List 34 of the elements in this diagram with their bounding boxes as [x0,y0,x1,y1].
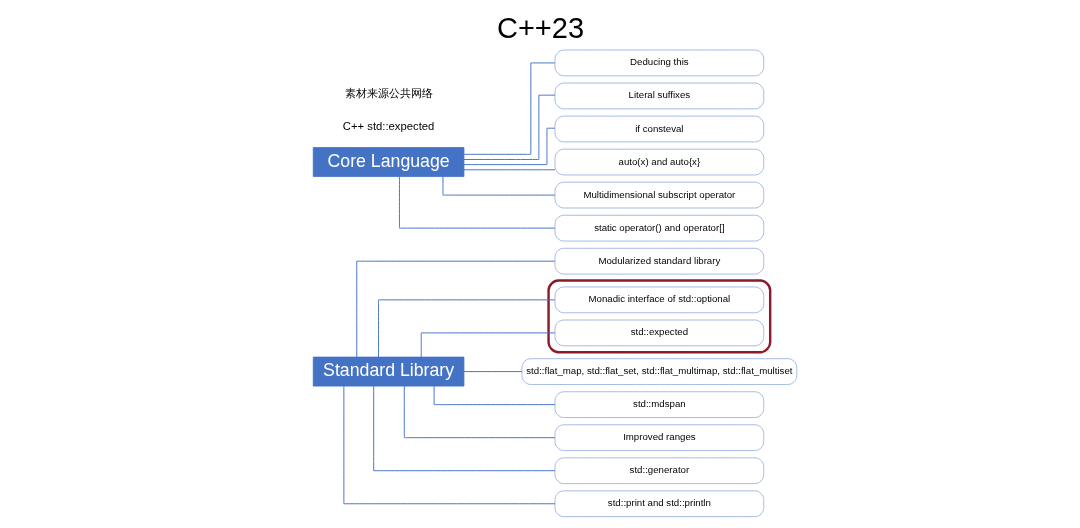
label: C++ std::expected [342,120,434,133]
connector [420,332,555,358]
connector [403,385,555,439]
connector [463,169,555,171]
node-box: Standard Library [312,356,464,387]
node-box: if consteval [554,115,764,143]
cluster [546,279,771,354]
connector [398,176,555,229]
connector [355,260,555,358]
connector [442,176,555,196]
node-box: Monadic interface of std::optional [554,286,764,314]
node-box: Deducing this [554,49,764,77]
label: 素材来源公共网络 [344,87,433,100]
node-box: std::flat_map, std::flat_set, std::flat_multimap, std::flat_multiset [521,358,797,385]
node-box: Multidimensional subscript operator [554,181,764,209]
connector [377,299,555,358]
node-box: std::expected [554,319,764,347]
node-box: Improved ranges [554,424,764,451]
connector [372,385,555,472]
connector [462,94,555,160]
connector [342,385,555,505]
node-box: std::mdspan [554,391,764,418]
connector [463,371,522,373]
node-box: Core Language [312,147,464,177]
node-box: static operator() and operator[] [554,214,764,242]
node-box: auto(x) and auto{x} [554,148,764,176]
connector [433,385,555,406]
node-box: Literal suffixes [554,82,764,110]
diagram-title: C++23 [496,11,584,44]
connector [463,127,555,166]
connector [463,62,555,155]
node-box: std::print and std::println [554,490,764,518]
node-box: std::generator [554,457,764,484]
node-box: Modularized standard library [554,247,764,275]
